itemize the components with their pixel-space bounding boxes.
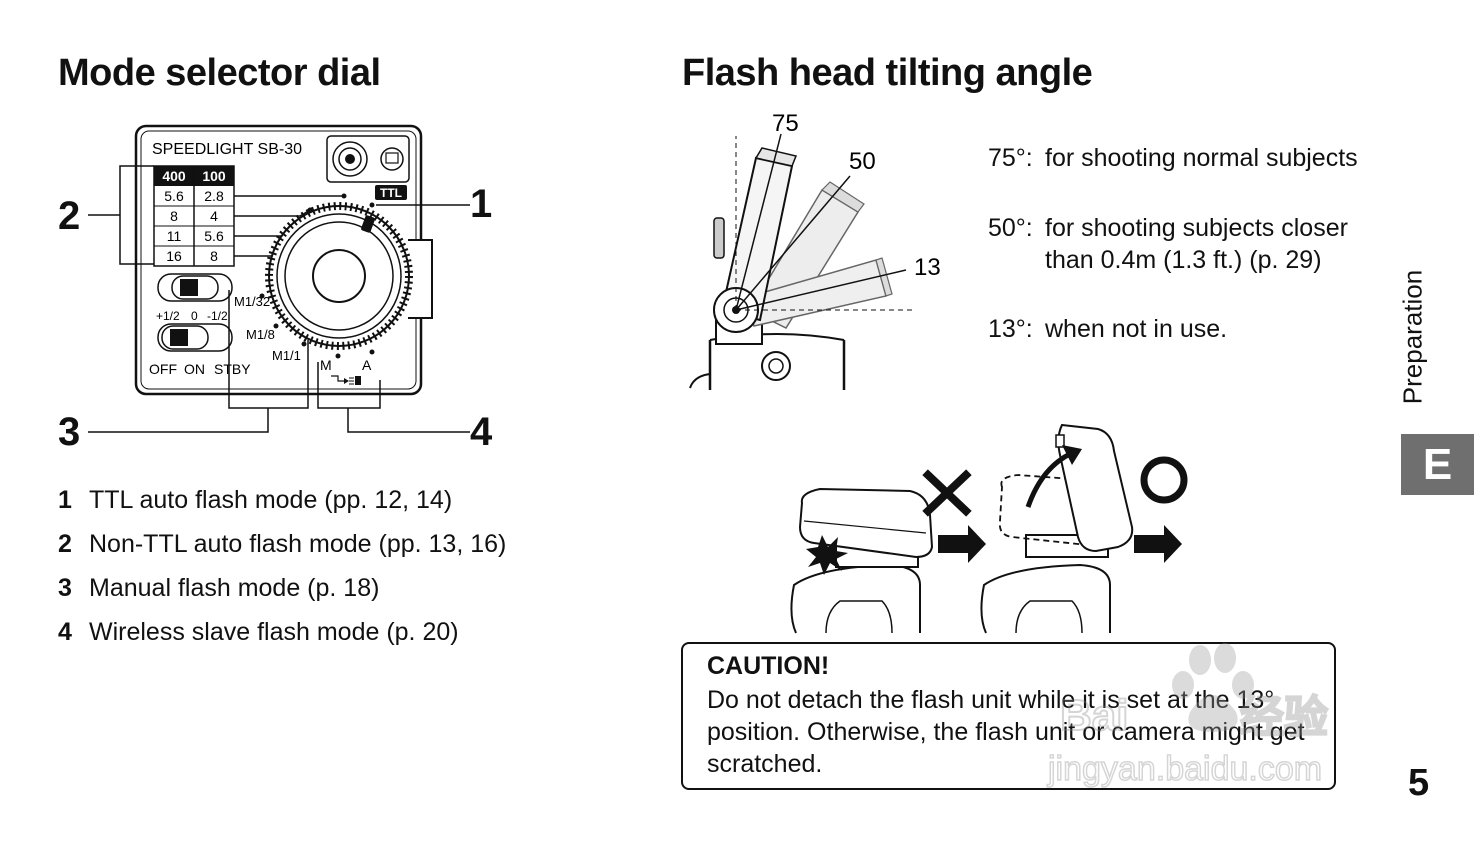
legend-item-2: 2 Non-TTL auto flash mode (pp. 13, 16): [58, 530, 506, 559]
callout-1: 1: [470, 182, 493, 226]
caution-title: CAUTION!: [707, 652, 830, 680]
scratch-burst-icon: [806, 535, 848, 575]
manual-label: M1/1: [272, 348, 301, 363]
legend-item-1: 1 TTL auto flash mode (pp. 12, 14): [58, 486, 452, 515]
panel-title: SPEEDLIGHT SB-30: [152, 141, 302, 158]
table-cell: 8: [170, 208, 178, 224]
ev-label: +1/2: [156, 309, 180, 323]
slide-arrow-icon: [938, 525, 986, 563]
angle-description: for shooting normal subjects: [1045, 144, 1358, 172]
slave-arrow-icon: [331, 375, 344, 382]
legend-number: 3: [58, 574, 72, 602]
slide-arrow-icon: [1134, 525, 1182, 563]
panel-icon-box: [326, 135, 410, 183]
svg-text:jingyan.baidu.com: jingyan.baidu.com: [1047, 750, 1322, 788]
table-header-100: 100: [202, 168, 226, 184]
table-cell: 11: [167, 228, 182, 244]
angle-degree: 75°:: [988, 144, 1033, 172]
flash-ready-icon: [380, 147, 404, 171]
table-cell: 16: [166, 248, 182, 264]
table-header-400: 400: [162, 168, 186, 184]
legend-text: Non-TTL auto flash mode (pp. 13, 16): [89, 530, 507, 558]
angle-degree: 13°:: [988, 315, 1033, 343]
callout-2: 2: [58, 194, 81, 238]
power-label: ON: [184, 361, 205, 377]
ttl-badge: [375, 185, 407, 200]
angle-row-50: 50°: for shooting subjects closer than 0.…: [988, 212, 1365, 276]
manual-label: M1/8: [246, 327, 275, 342]
dial-pointer: [361, 215, 375, 233]
legend-item-3: 3 Manual flash mode (p. 18): [58, 574, 379, 603]
callout-4: 4: [470, 410, 493, 454]
tilt-up-arrow-icon: [1025, 450, 1074, 508]
wrong-mark-icon: [922, 469, 972, 517]
ev-label: 0: [191, 309, 198, 323]
slave-label: M: [320, 357, 332, 373]
angle-row-75: 75°: for shooting normal subjects: [988, 142, 1365, 174]
power-label: OFF: [149, 361, 177, 377]
angle-label-50: 50: [849, 148, 876, 175]
legend-text: Wireless slave flash mode (p. 20): [89, 618, 459, 646]
table-cell: 8: [210, 248, 218, 264]
section-tab-label: Preparation: [1397, 269, 1428, 405]
angle-description: when not in use.: [1045, 315, 1228, 343]
angle-degree: 50°:: [988, 214, 1033, 242]
table-cell: 4: [210, 208, 218, 224]
power-label: STBY: [214, 361, 251, 377]
callout-3: 3: [58, 410, 81, 454]
page-number: 5: [1408, 762, 1430, 804]
power-switch[interactable]: [157, 323, 233, 352]
legend-number: 4: [58, 618, 72, 646]
angle-label-13: 13: [914, 254, 941, 281]
svg-text:Bai: Bai: [1060, 691, 1128, 740]
slave-flash-icon: [355, 376, 361, 385]
correct-detach-example: [980, 423, 1188, 634]
section-heading-tilt-angle: Flash head tilting angle: [682, 52, 1093, 94]
legend-number: 1: [58, 486, 72, 514]
angle-label-75: 75: [772, 110, 799, 137]
mode-dial-illustration: SPEEDLIGHT SB-30 TTL 400 100 5.6 2.8 8 4…: [88, 124, 470, 433]
section-tab-letter: E: [1401, 434, 1474, 495]
table-cell: 5.6: [164, 188, 184, 204]
mode-selector-dial[interactable]: [265, 202, 413, 350]
caution-text: Do not detach the flash unit while it is…: [707, 686, 1305, 778]
legend-text: TTL auto flash mode (pp. 12, 14): [89, 486, 453, 514]
wrong-detach-example: [790, 469, 986, 634]
dial-center-button: [312, 249, 366, 303]
aperture-table-cells: 400 100 5.6 2.8 8 4 11 5.6 16 8: [162, 168, 226, 264]
caution-box: CAUTION! Do not detach the flash unit wh…: [681, 642, 1336, 790]
ev-compensation-switch[interactable]: [157, 273, 233, 302]
manual-label: M1/32: [234, 294, 270, 309]
ready-light-icon: [332, 141, 368, 177]
angle-description: for shooting subjects closer than 0.4m (…: [1045, 214, 1348, 274]
tilt-angle-diagram: 75 50 13: [689, 110, 941, 390]
baidu-watermark-logo: Bai 经验 jingyan.baidu.com: [1046, 643, 1329, 789]
legend-item-4: 4 Wireless slave flash mode (p. 20): [58, 618, 459, 647]
detach-illustration: [790, 423, 1188, 634]
legend-text: Manual flash mode (p. 18): [89, 574, 380, 602]
section-heading-mode-dial: Mode selector dial: [58, 52, 381, 94]
ev-label: -1/2: [207, 309, 228, 323]
correct-mark-icon: [1140, 456, 1188, 504]
svg-text:经验: 经验: [1240, 693, 1328, 742]
slave-label: A: [362, 357, 372, 373]
table-cell: 5.6: [204, 228, 224, 244]
ttl-badge-label: TTL: [380, 186, 402, 200]
angle-row-13: 13°: when not in use.: [988, 313, 1365, 345]
table-cell: 2.8: [204, 188, 224, 204]
legend-number: 2: [58, 530, 72, 558]
